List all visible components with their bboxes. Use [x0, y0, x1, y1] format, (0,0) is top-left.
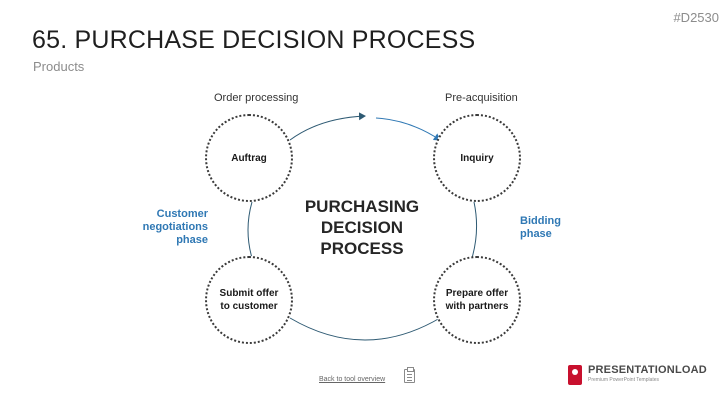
node-auftrag: Auftrag: [205, 114, 293, 202]
brand-name: PRESENTATIONLOAD: [588, 364, 707, 376]
node-label: Inquiry: [460, 152, 494, 164]
node-label: Auftrag: [231, 152, 267, 164]
page-subtitle: Products: [33, 59, 85, 74]
side-label-customer-negotiations: Customer negotiations phase: [142, 208, 208, 246]
back-to-overview-link[interactable]: Back to tool overview: [319, 376, 386, 383]
arc-left: [247, 201, 253, 259]
arc-top-left: [289, 112, 366, 141]
arc-top-right: [375, 117, 441, 141]
arc-right: [471, 201, 478, 259]
arc-bottom: [289, 317, 441, 341]
node-inquiry: Inquiry: [433, 114, 521, 202]
phase-label-pre-acquisition: Pre-acquisition: [445, 92, 518, 104]
center-title: PURCHASING DECISION PROCESS: [304, 197, 420, 258]
page-title: 65. PURCHASE DECISION PROCESS: [32, 26, 476, 54]
presentationload-logo-icon: [568, 365, 582, 385]
clipboard-icon[interactable]: [404, 367, 415, 383]
side-label-bidding: Bidding phase: [520, 215, 561, 240]
phase-label-order-processing: Order processing: [214, 92, 299, 104]
slide-code: #D2530: [673, 10, 719, 25]
brand-tagline: Premium PowerPoint Templates: [588, 377, 660, 383]
